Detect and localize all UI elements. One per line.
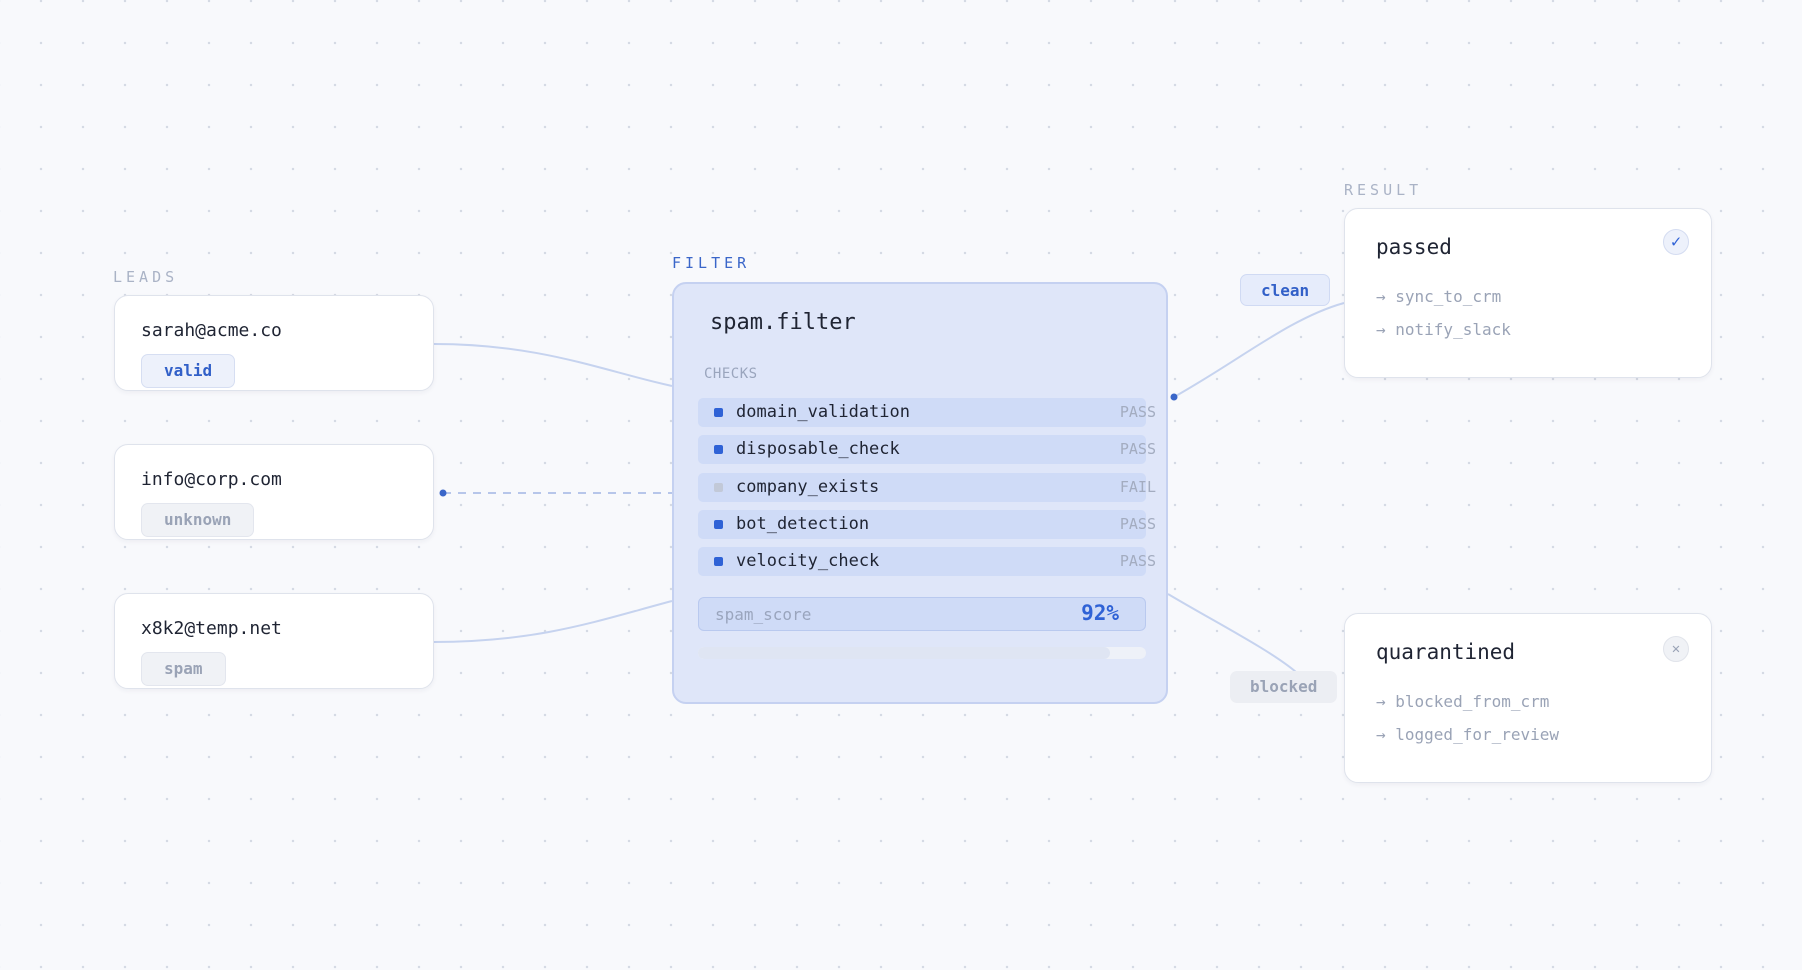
lead-card[interactable]: sarah@acme.co valid — [114, 295, 434, 391]
result-title: quarantined — [1376, 640, 1516, 664]
check-name: velocity_check — [736, 551, 880, 571]
lead-status-badge: unknown — [141, 503, 255, 537]
check-icon: ✓ — [1663, 229, 1689, 255]
checks-label: CHECKS — [704, 366, 758, 382]
check-row: velocity_check PASS — [698, 547, 1156, 576]
lead-email: info@corp.com — [141, 469, 282, 490]
filter-section-label: FILTER — [672, 254, 751, 272]
check-status: PASS — [1119, 403, 1156, 421]
wire-filter-out-dot — [1170, 393, 1178, 401]
lead-email: sarah@acme.co — [141, 320, 282, 341]
check-pass-indicator — [714, 408, 723, 417]
leads-section-label: LEADS — [113, 268, 179, 286]
wire-lead3-to-filter — [433, 600, 673, 643]
lead-card[interactable]: x8k2@temp.net spam — [114, 593, 434, 689]
check-row: disposable_check PASS — [698, 435, 1156, 464]
check-row: domain_validation PASS — [698, 398, 1156, 427]
lead-email: x8k2@temp.net — [141, 618, 282, 639]
spam-score-bar-fill — [698, 647, 1111, 659]
spam-filter-node[interactable]: spam.filter CHECKS domain_validation PAS… — [672, 282, 1168, 704]
check-status: PASS — [1119, 440, 1156, 458]
check-name: disposable_check — [736, 439, 900, 459]
edge-label-blocked: blocked — [1230, 671, 1338, 703]
check-name: domain_validation — [736, 402, 910, 422]
result-section-label: RESULT — [1344, 181, 1423, 199]
check-fail-indicator — [714, 483, 723, 492]
spam-score-bar — [698, 647, 1146, 659]
check-status: PASS — [1119, 552, 1156, 570]
edge-label-clean: clean — [1240, 274, 1331, 306]
wire-filter-to-quarantined — [1167, 593, 1297, 673]
wire-lead1-to-filter — [433, 343, 673, 387]
result-card-passed[interactable]: passed ✓ → sync_to_crm → notify_slack — [1344, 208, 1712, 378]
lead-card[interactable]: info@corp.com unknown — [114, 444, 434, 540]
lead-status-badge: spam — [141, 652, 226, 686]
check-pass-indicator — [714, 557, 723, 566]
result-card-quarantined[interactable]: quarantined ✕ → blocked_from_crm → logge… — [1344, 613, 1712, 783]
check-name: company_exists — [736, 477, 880, 497]
spam-score-value: 92% — [1081, 601, 1119, 625]
check-row: company_exists FAIL — [698, 473, 1156, 502]
result-title: passed — [1376, 235, 1452, 259]
check-row: bot_detection PASS — [698, 510, 1156, 539]
wire-lead2-dot — [439, 489, 447, 497]
spam-score-box: spam_score 92% — [698, 597, 1146, 631]
wire-filter-to-passed — [1173, 302, 1345, 398]
check-name: bot_detection — [736, 514, 870, 534]
check-status: PASS — [1119, 515, 1156, 533]
check-status: FAIL — [1119, 478, 1156, 496]
result-action: → blocked_from_crm — [1376, 692, 1550, 711]
close-icon: ✕ — [1663, 636, 1689, 662]
lead-status-badge: valid — [141, 354, 236, 388]
result-action: → sync_to_crm — [1376, 287, 1502, 306]
spam-score-label: spam_score — [715, 605, 812, 624]
result-action: → notify_slack — [1376, 320, 1511, 339]
check-pass-indicator — [714, 445, 723, 454]
result-action: → logged_for_review — [1376, 725, 1560, 744]
check-pass-indicator — [714, 520, 723, 529]
filter-title: spam.filter — [710, 310, 856, 335]
